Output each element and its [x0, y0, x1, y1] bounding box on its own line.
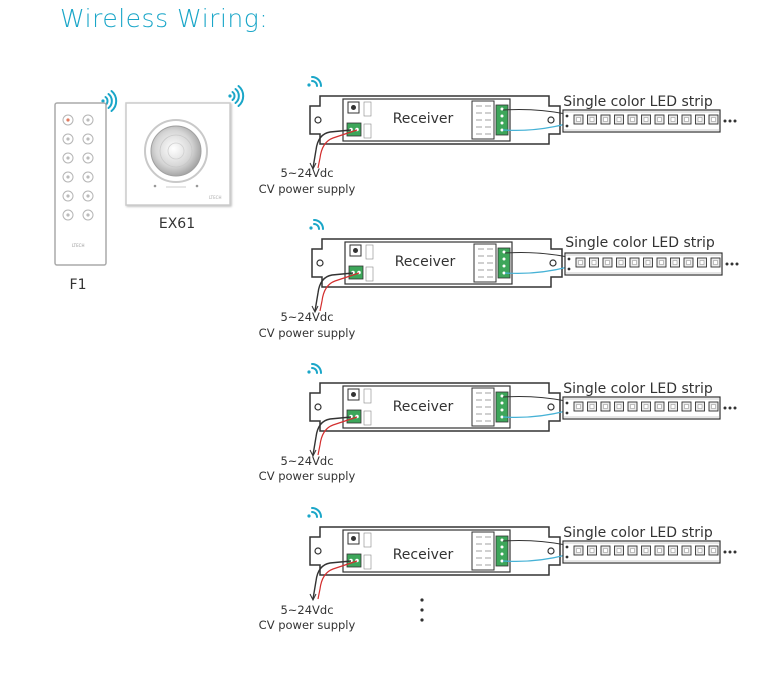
strip-label: Single color LED strip	[563, 381, 713, 397]
output-terminal	[473, 243, 511, 283]
rotary-knob-icon	[144, 119, 208, 188]
power-voltage-label: 5~24Vdc	[280, 166, 333, 180]
power-wire	[319, 272, 360, 312]
receiver-unit: Receiver Single color LED strip 5~24Vdc …	[259, 219, 739, 340]
led-strip	[562, 396, 721, 420]
output-wire	[502, 554, 567, 562]
power-voltage-label: 5~24Vdc	[280, 603, 333, 617]
ellipsis-icon	[723, 550, 737, 554]
wifi-signal-icon	[309, 219, 324, 230]
ellipsis-icon	[725, 262, 739, 266]
ex61-label: EX61	[159, 216, 195, 232]
svg-text:LTECH: LTECH	[72, 243, 84, 248]
output-wire	[502, 123, 567, 131]
receiver-label: Receiver	[395, 254, 456, 270]
output-terminal	[471, 387, 509, 427]
output-wire	[502, 410, 567, 418]
power-wire	[312, 129, 352, 169]
led-strip	[562, 540, 721, 564]
power-voltage-label: 5~24Vdc	[280, 454, 333, 468]
output-wire	[504, 252, 569, 258]
power-voltage-label: 5~24Vdc	[280, 310, 333, 324]
power-wire	[317, 129, 358, 169]
power-wire	[312, 416, 352, 456]
power-type-label: CV power supply	[259, 182, 356, 196]
power-wire	[317, 560, 358, 600]
output-terminal	[471, 100, 509, 140]
ellipsis-icon	[723, 119, 737, 123]
strip-label: Single color LED strip	[563, 525, 713, 541]
power-type-label: CV power supply	[259, 469, 356, 483]
output-wire	[504, 266, 569, 274]
receiver-unit: Receiver Single color LED strip 5~24Vdc …	[259, 507, 737, 632]
ex61-panel: LTECH EX61	[125, 85, 245, 232]
f1-label: F1	[70, 277, 87, 293]
wifi-signal-icon	[307, 76, 322, 87]
power-wire	[314, 272, 354, 312]
power-type-label: CV power supply	[259, 326, 356, 340]
wifi-signal-icon	[228, 85, 245, 107]
page-title: Wireless Wiring:	[60, 4, 269, 33]
wifi-signal-icon	[307, 363, 322, 374]
receiver-label: Receiver	[393, 111, 454, 127]
ellipsis-icon	[723, 406, 737, 410]
strip-label: Single color LED strip	[565, 235, 715, 251]
wifi-signal-icon	[307, 507, 322, 518]
ex61-brand: LTECH	[209, 195, 221, 200]
receiver-label: Receiver	[393, 547, 454, 563]
power-type-label: CV power supply	[259, 618, 356, 632]
remote-control-icon: LTECH	[54, 102, 107, 266]
receiver-label: Receiver	[393, 399, 454, 415]
output-wire	[502, 396, 567, 402]
output-wire	[502, 109, 567, 115]
ellipsis-icon	[420, 598, 424, 622]
receiver-unit: Receiver Single color LED strip 5~24Vdc …	[259, 76, 737, 196]
led-strip	[564, 252, 723, 276]
f1-remote: LTECH F1	[54, 90, 118, 293]
strip-label: Single color LED strip	[563, 94, 713, 110]
receiver-unit: Receiver Single color LED strip 5~24Vdc …	[259, 363, 737, 483]
output-wire	[502, 540, 567, 546]
led-strip	[562, 109, 721, 133]
power-wire	[317, 416, 358, 456]
output-terminal	[471, 531, 509, 571]
power-wire	[312, 560, 352, 600]
